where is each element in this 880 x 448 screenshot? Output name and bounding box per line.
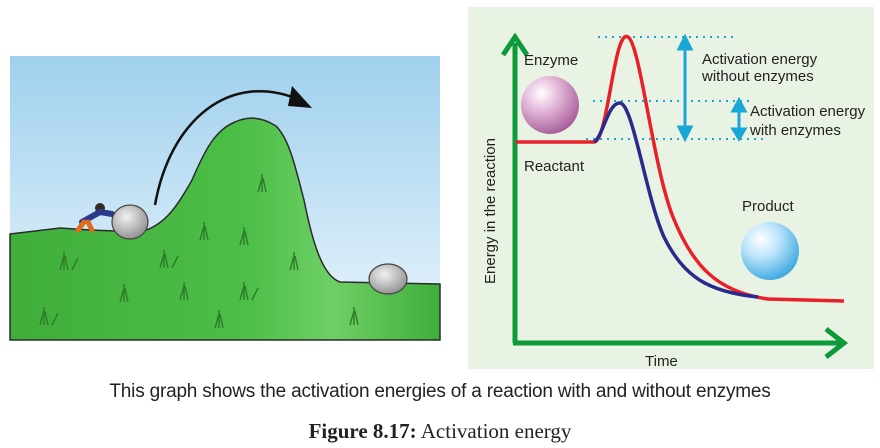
- boulder-pushed: [111, 204, 149, 240]
- x-axis-label: Time: [645, 353, 678, 369]
- product-sphere: [741, 222, 799, 280]
- grass-tufts: [39, 174, 359, 329]
- figure-title: Figure 8.17: Activation energy: [0, 419, 880, 444]
- graph-background: [468, 7, 874, 369]
- hill-illustration: [9, 56, 441, 341]
- curve-with-enzyme: [592, 101, 759, 299]
- activation-without-arrow: [676, 33, 694, 143]
- product-label: Product: [742, 198, 795, 215]
- trajectory-arrow: [153, 90, 301, 206]
- trajectory-arrowhead: [288, 86, 312, 108]
- enzyme-label: Enzyme: [524, 52, 578, 69]
- person-pushing: [75, 203, 115, 233]
- x-axis-arrowhead: [824, 327, 849, 359]
- enzyme-sphere: [521, 76, 579, 134]
- figure-title-text: Activation energy: [420, 419, 572, 443]
- activation-without-label-line1: Activation energy: [702, 51, 818, 68]
- hill: [9, 117, 441, 341]
- activation-energy-graph: Energy in the reaction Time Enzyme React…: [468, 7, 874, 369]
- curve-without-enzyme: [516, 35, 845, 303]
- boulder-rested: [368, 263, 408, 295]
- activation-with-label-line2: with enzymes: [749, 122, 841, 139]
- y-axis-arrowhead: [500, 32, 530, 57]
- figure-caption: This graph shows the activation energies…: [109, 381, 771, 402]
- activation-with-arrow: [730, 96, 748, 142]
- reactant-label: Reactant: [524, 158, 585, 175]
- activation-with-label-line1: Activation energy: [750, 103, 866, 120]
- figure-number: Figure 8.17:: [308, 419, 417, 443]
- activation-without-label-line2: without enzymes: [701, 68, 814, 85]
- y-axis-label: Energy in the reaction: [482, 138, 499, 284]
